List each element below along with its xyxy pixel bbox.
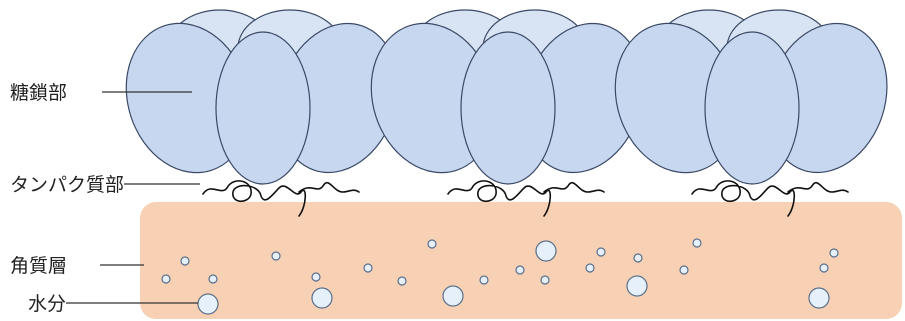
stratum-corneum-band (140, 202, 902, 319)
water-droplet-21 (693, 239, 701, 247)
water-droplet-18 (634, 254, 642, 262)
water-droplet-4 (198, 294, 218, 314)
sugar-oval-center (461, 32, 555, 184)
sugar-chain-label: 糖鎖部 (10, 82, 67, 104)
water-droplet-16 (586, 264, 594, 272)
water-droplet-22 (830, 249, 838, 257)
water-droplet-5 (272, 252, 280, 260)
sugar-oval-center (705, 32, 799, 184)
water-droplet-20 (680, 266, 688, 274)
water-droplet-11 (443, 286, 463, 306)
water-droplet-12 (480, 276, 488, 284)
water-droplet-1 (181, 257, 189, 265)
sugar-oval-center (216, 32, 310, 184)
sugar-chain-cluster-3 (596, 7, 905, 189)
water-droplet-15 (541, 276, 549, 284)
water-droplet-9 (398, 277, 406, 285)
water-droplet-24 (809, 288, 829, 308)
water-droplet-8 (364, 264, 372, 272)
protein-label: タンパク質部 (10, 174, 124, 196)
water-droplet-2 (162, 275, 170, 283)
sugar-chain-clusters (107, 7, 905, 189)
water-droplet-14 (536, 241, 556, 261)
water-droplet-13 (516, 266, 524, 274)
water-droplet-17 (597, 248, 605, 256)
water-droplet-10 (428, 240, 436, 248)
water-droplet-7 (312, 288, 332, 308)
water-droplet-3 (209, 275, 217, 283)
water-droplet-6 (312, 273, 320, 281)
sugar-chain-cluster-1 (107, 7, 416, 189)
water-label: 水分 (28, 293, 66, 315)
water-droplet-19 (627, 276, 647, 296)
water-droplet-23 (820, 264, 828, 272)
stratum-corneum-label: 角質層 (10, 255, 67, 277)
